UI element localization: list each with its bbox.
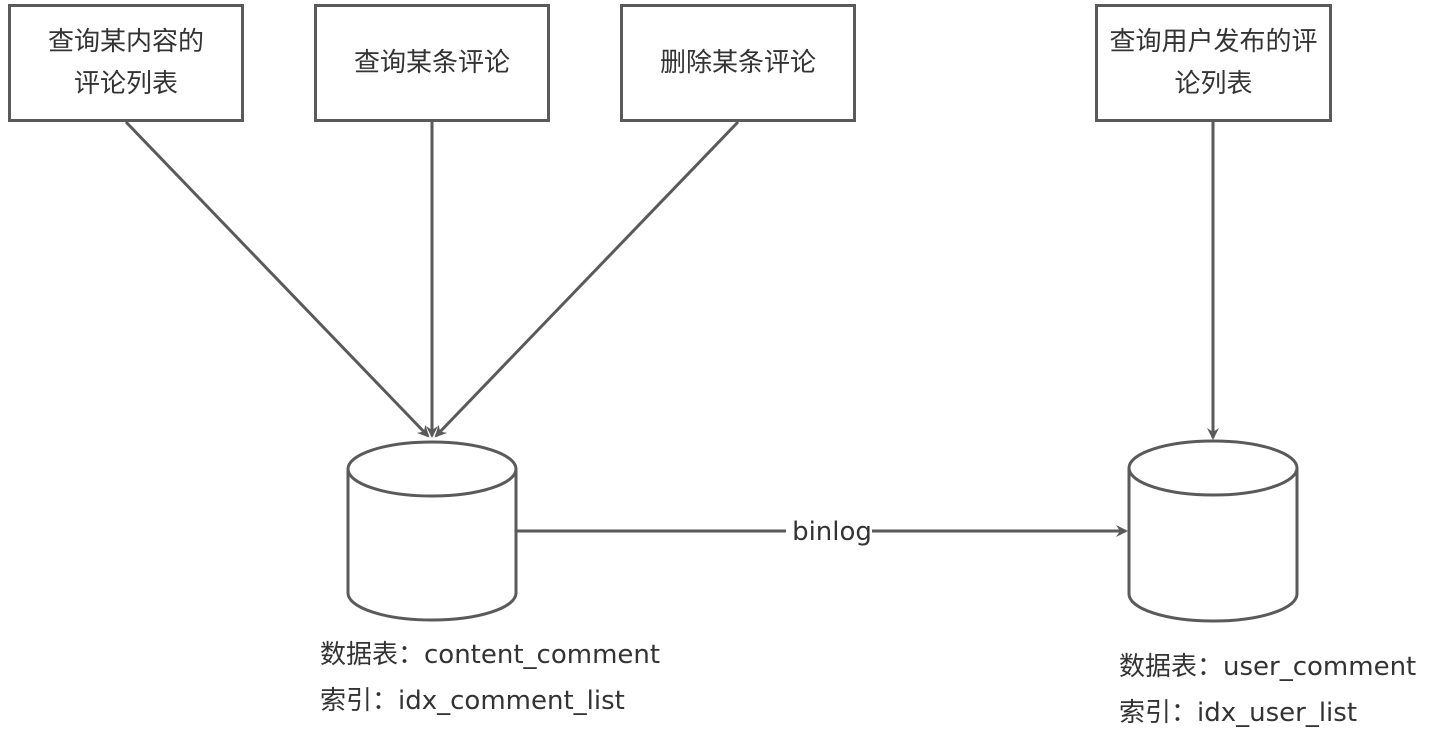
box-query-single-comment-label: 查询某条评论 [353,48,510,78]
user-index-name: 索引：idx_user_list [1119,698,1358,728]
content-table-name: 数据表：content_comment [320,640,661,670]
database-content-comment-caption: 数据表：content_comment 索引：idx_comment_list [320,632,660,724]
box-query-user-comments-label: 查询用户发布的评 论列表 [1109,27,1318,99]
arrow-delete-comment [434,120,740,438]
user-table-name: 数据表：user_comment [1119,652,1417,682]
database-user-comment-icon [1127,439,1299,623]
binlog-label: binlog [792,517,872,547]
box-query-single-comment: 查询某条评论 [314,4,550,122]
arrow-query-content-comments [124,120,430,438]
content-index-name: 索引：idx_comment_list [320,686,625,716]
box-delete-comment: 删除某条评论 [620,4,856,122]
box-query-content-comments: 查询某内容的 评论列表 [8,4,244,122]
database-content-comment-icon [346,440,518,622]
box-query-content-comments-label: 查询某内容的 评论列表 [47,27,204,99]
database-user-comment-caption: 数据表：user_comment 索引：idx_user_list [1119,644,1416,736]
box-query-user-comments: 查询用户发布的评 论列表 [1095,4,1332,122]
box-delete-comment-label: 删除某条评论 [659,48,816,78]
